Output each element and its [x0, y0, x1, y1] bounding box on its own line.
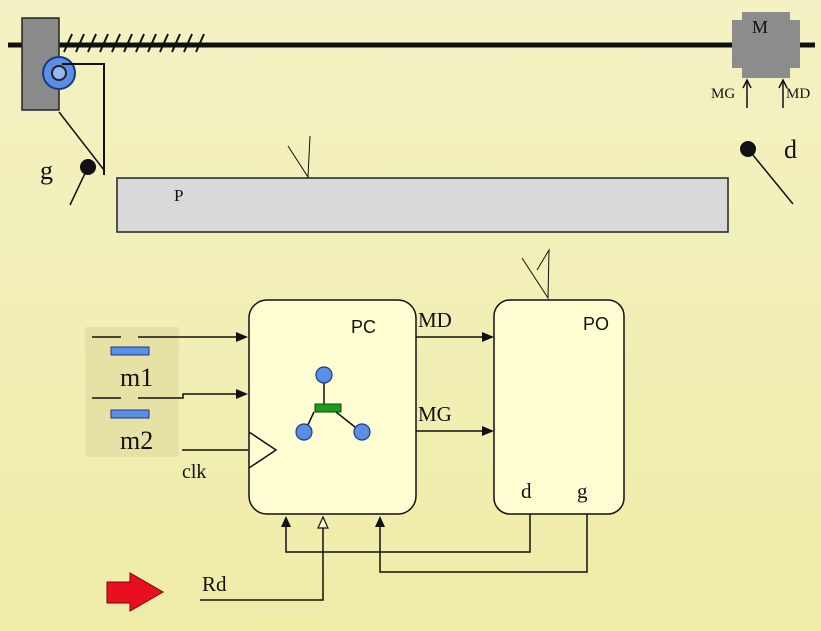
state-node-right [353, 423, 371, 441]
motor-label: M [752, 17, 769, 37]
po-block [493, 299, 625, 515]
po-title: PO [583, 314, 610, 334]
reset-label: Rd [202, 572, 227, 596]
motor-body [732, 12, 800, 78]
m1-button-bar[interactable] [110, 346, 150, 356]
sensor-g-lever [69, 166, 89, 206]
reset-wire [200, 522, 324, 601]
mg-signal-label: MG [418, 402, 452, 426]
pc-title: PC [351, 317, 377, 337]
state-node-center [314, 403, 342, 413]
clk-label: clk [182, 461, 207, 483]
m2-wire [138, 393, 244, 399]
sensor-d-lever [747, 148, 794, 205]
sensor-g-label: g [40, 156, 53, 185]
rail-hatching [63, 33, 205, 53]
state-node-left [295, 423, 313, 441]
state-node-top [315, 366, 333, 384]
po-d-label: d [521, 479, 532, 503]
platform-pointer [287, 135, 311, 179]
motor-md-label: MD [786, 86, 811, 102]
platform [116, 177, 729, 233]
po-pointer [521, 248, 550, 300]
d-feedback-wire [285, 514, 531, 553]
sensor-d-label: d [784, 135, 797, 164]
md-signal-label: MD [418, 308, 452, 332]
pulley-hub [51, 65, 67, 81]
cable [62, 63, 105, 175]
m1-label[interactable]: m1 [120, 363, 154, 392]
g-feedback-wire [379, 514, 588, 573]
motor-mg-label: MG [711, 86, 736, 102]
clock-triangle [248, 431, 278, 469]
cable-diagonal [58, 111, 105, 171]
m2-button-bar[interactable] [110, 409, 150, 419]
platform-label: P [174, 186, 184, 205]
po-g-label: g [577, 479, 588, 503]
m2-label[interactable]: m2 [120, 426, 154, 455]
red-arrow-icon [106, 572, 165, 612]
